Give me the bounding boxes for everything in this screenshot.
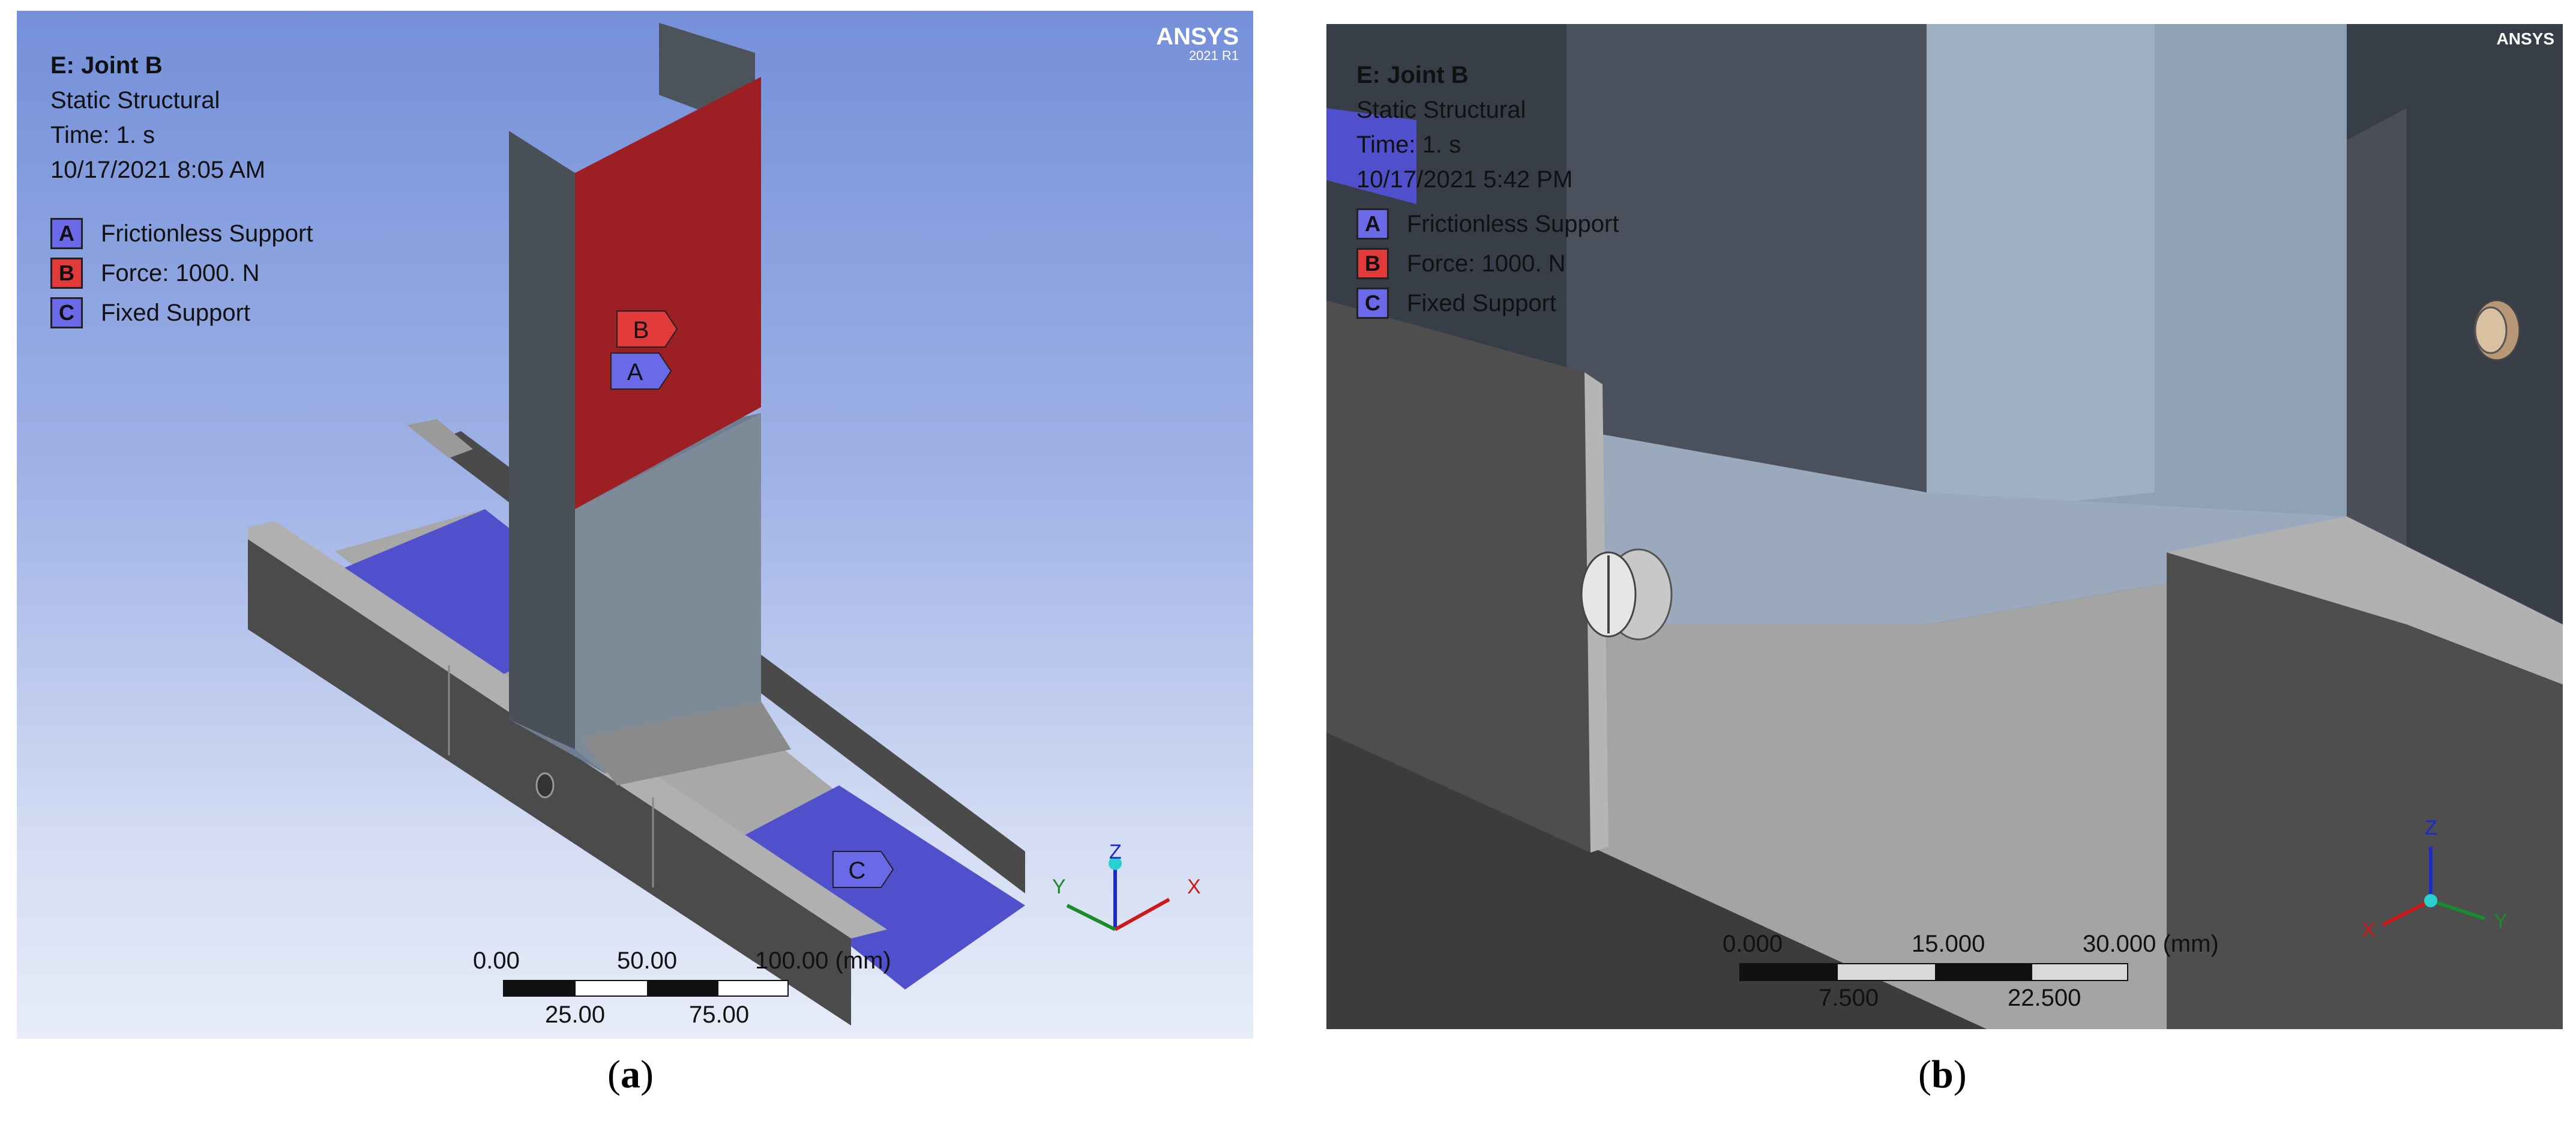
scale-tick: 7.500 bbox=[1819, 985, 1879, 1011]
svg-text:C: C bbox=[849, 857, 866, 884]
scale-tick: 50.00 bbox=[617, 947, 678, 974]
column-light-face bbox=[1927, 24, 2155, 516]
caption-letter: a bbox=[620, 1053, 640, 1096]
ansys-logo: ANSYS bbox=[2497, 30, 2554, 48]
upper-right-block bbox=[2227, 24, 2563, 648]
scale-tick: 30.000 (mm) bbox=[2083, 931, 2219, 957]
legend-key: B bbox=[50, 258, 83, 289]
analysis-info-b: E: Joint B Static Structural Time: 1. s … bbox=[1356, 58, 1572, 197]
scale-tick: 15.000 bbox=[1912, 931, 1985, 957]
caption-letter: b bbox=[1931, 1053, 1954, 1096]
floor-shadow bbox=[1326, 709, 1987, 1029]
legend-label: Fixed Support bbox=[101, 299, 251, 326]
ansys-version: 2021 R1 bbox=[1188, 48, 1239, 63]
boundary-legend-a: A Frictionless Support B Force: 1000. N … bbox=[50, 214, 313, 333]
legend-key: C bbox=[1356, 288, 1389, 319]
base-channel-rear-flange bbox=[407, 419, 473, 458]
model-view-a[interactable]: B A C Z X Y bbox=[17, 11, 1253, 1039]
svg-text:B: B bbox=[633, 317, 649, 343]
model-view-b[interactable]: Z Y X bbox=[1326, 24, 2563, 1029]
column-lower-face bbox=[1590, 432, 2347, 624]
column-base-collar bbox=[581, 701, 791, 785]
front-right-block-top bbox=[2167, 516, 2563, 684]
analysis-datetime: 10/17/2021 5:42 PM bbox=[1356, 166, 1573, 193]
boundary-legend-b: A Frictionless Support B Force: 1000. N … bbox=[1356, 204, 1619, 323]
svg-text:Z: Z bbox=[1109, 841, 1122, 863]
viewport-a[interactable]: B A C Z X Y E: Joint B Static Structural… bbox=[17, 11, 1253, 1039]
scale-tick: 100.00 (mm) bbox=[755, 947, 891, 974]
legend-label: Frictionless Support bbox=[1407, 210, 1619, 237]
legend-item-c[interactable]: C Fixed Support bbox=[50, 293, 313, 333]
legend-key: B bbox=[1356, 248, 1389, 279]
ansys-logo: ANSYS 2021 R1 bbox=[1156, 24, 1239, 62]
frictionless-support-strip bbox=[1326, 108, 1416, 204]
column-side-flange bbox=[509, 131, 575, 749]
analysis-time: Time: 1. s bbox=[50, 122, 155, 148]
legend-item-a[interactable]: A Frictionless Support bbox=[1356, 204, 1619, 244]
legend-key: A bbox=[50, 218, 83, 249]
legend-label: Frictionless Support bbox=[101, 220, 313, 247]
bolt-left bbox=[1580, 548, 1673, 641]
scale-tick: 0.000 bbox=[1723, 931, 1783, 957]
tag-b[interactable]: B bbox=[616, 310, 678, 348]
scale-bar-a: 0.00 50.00 100.00 (mm) 25.00 75.00 bbox=[473, 947, 891, 1028]
legend-item-b[interactable]: B Force: 1000. N bbox=[50, 253, 313, 293]
analysis-datetime: 10/17/2021 8:05 AM bbox=[50, 157, 266, 183]
legend-key: A bbox=[1356, 208, 1389, 240]
svg-text:X: X bbox=[2362, 919, 2376, 941]
svg-text:A: A bbox=[627, 359, 643, 385]
legend-label: Force: 1000. N bbox=[101, 259, 260, 286]
legend-label: Fixed Support bbox=[1407, 289, 1557, 316]
column-lower-front bbox=[575, 413, 761, 773]
svg-text:Y: Y bbox=[1052, 875, 1066, 898]
analysis-info-a: E: Joint B Static Structural Time: 1. s … bbox=[50, 48, 265, 187]
force-face bbox=[575, 77, 761, 509]
caption-a: (a) bbox=[607, 1053, 654, 1096]
coordinate-triad-b: Z Y X bbox=[2362, 817, 2508, 941]
analysis-title: E: Joint B bbox=[1356, 62, 1469, 88]
scale-tick: 22.500 bbox=[2008, 985, 2081, 1011]
analysis-type: Static Structural bbox=[1356, 97, 1526, 123]
scale-tick: 75.00 bbox=[689, 1002, 750, 1028]
legend-key: C bbox=[50, 297, 83, 328]
scale-bar-track bbox=[1739, 963, 2128, 981]
viewport-b[interactable]: Z Y X E: Joint B Static Structural Time:… bbox=[1326, 24, 2563, 1029]
scale-tick: 25.00 bbox=[545, 1002, 606, 1028]
legend-item-b[interactable]: B Force: 1000. N bbox=[1356, 244, 1619, 283]
coordinate-triad-a: Z X Y bbox=[1052, 841, 1201, 931]
analysis-time: Time: 1. s bbox=[1356, 131, 1461, 158]
scale-bar-track bbox=[503, 980, 789, 997]
analysis-type: Static Structural bbox=[50, 87, 220, 113]
legend-item-c[interactable]: C Fixed Support bbox=[1356, 283, 1619, 323]
front-left-plate bbox=[1326, 300, 1590, 853]
bolt-right bbox=[2473, 299, 2521, 361]
svg-text:Y: Y bbox=[2494, 910, 2508, 932]
ansys-brand: ANSYS bbox=[2496, 29, 2554, 48]
legend-label: Force: 1000. N bbox=[1407, 250, 1566, 277]
tag-c[interactable]: C bbox=[832, 851, 894, 888]
tag-a[interactable]: A bbox=[610, 352, 672, 390]
ansys-brand: ANSYS bbox=[1156, 23, 1239, 50]
analysis-title: E: Joint B bbox=[50, 52, 163, 79]
caption-b: (b) bbox=[1918, 1053, 1967, 1096]
legend-item-a[interactable]: A Frictionless Support bbox=[50, 214, 313, 253]
svg-text:X: X bbox=[1187, 875, 1201, 898]
scale-tick: 0.00 bbox=[473, 947, 520, 974]
svg-text:Z: Z bbox=[2425, 817, 2437, 839]
scale-bar-b: 0.000 15.000 30.000 (mm) 7.500 22.500 bbox=[1711, 931, 2219, 1011]
